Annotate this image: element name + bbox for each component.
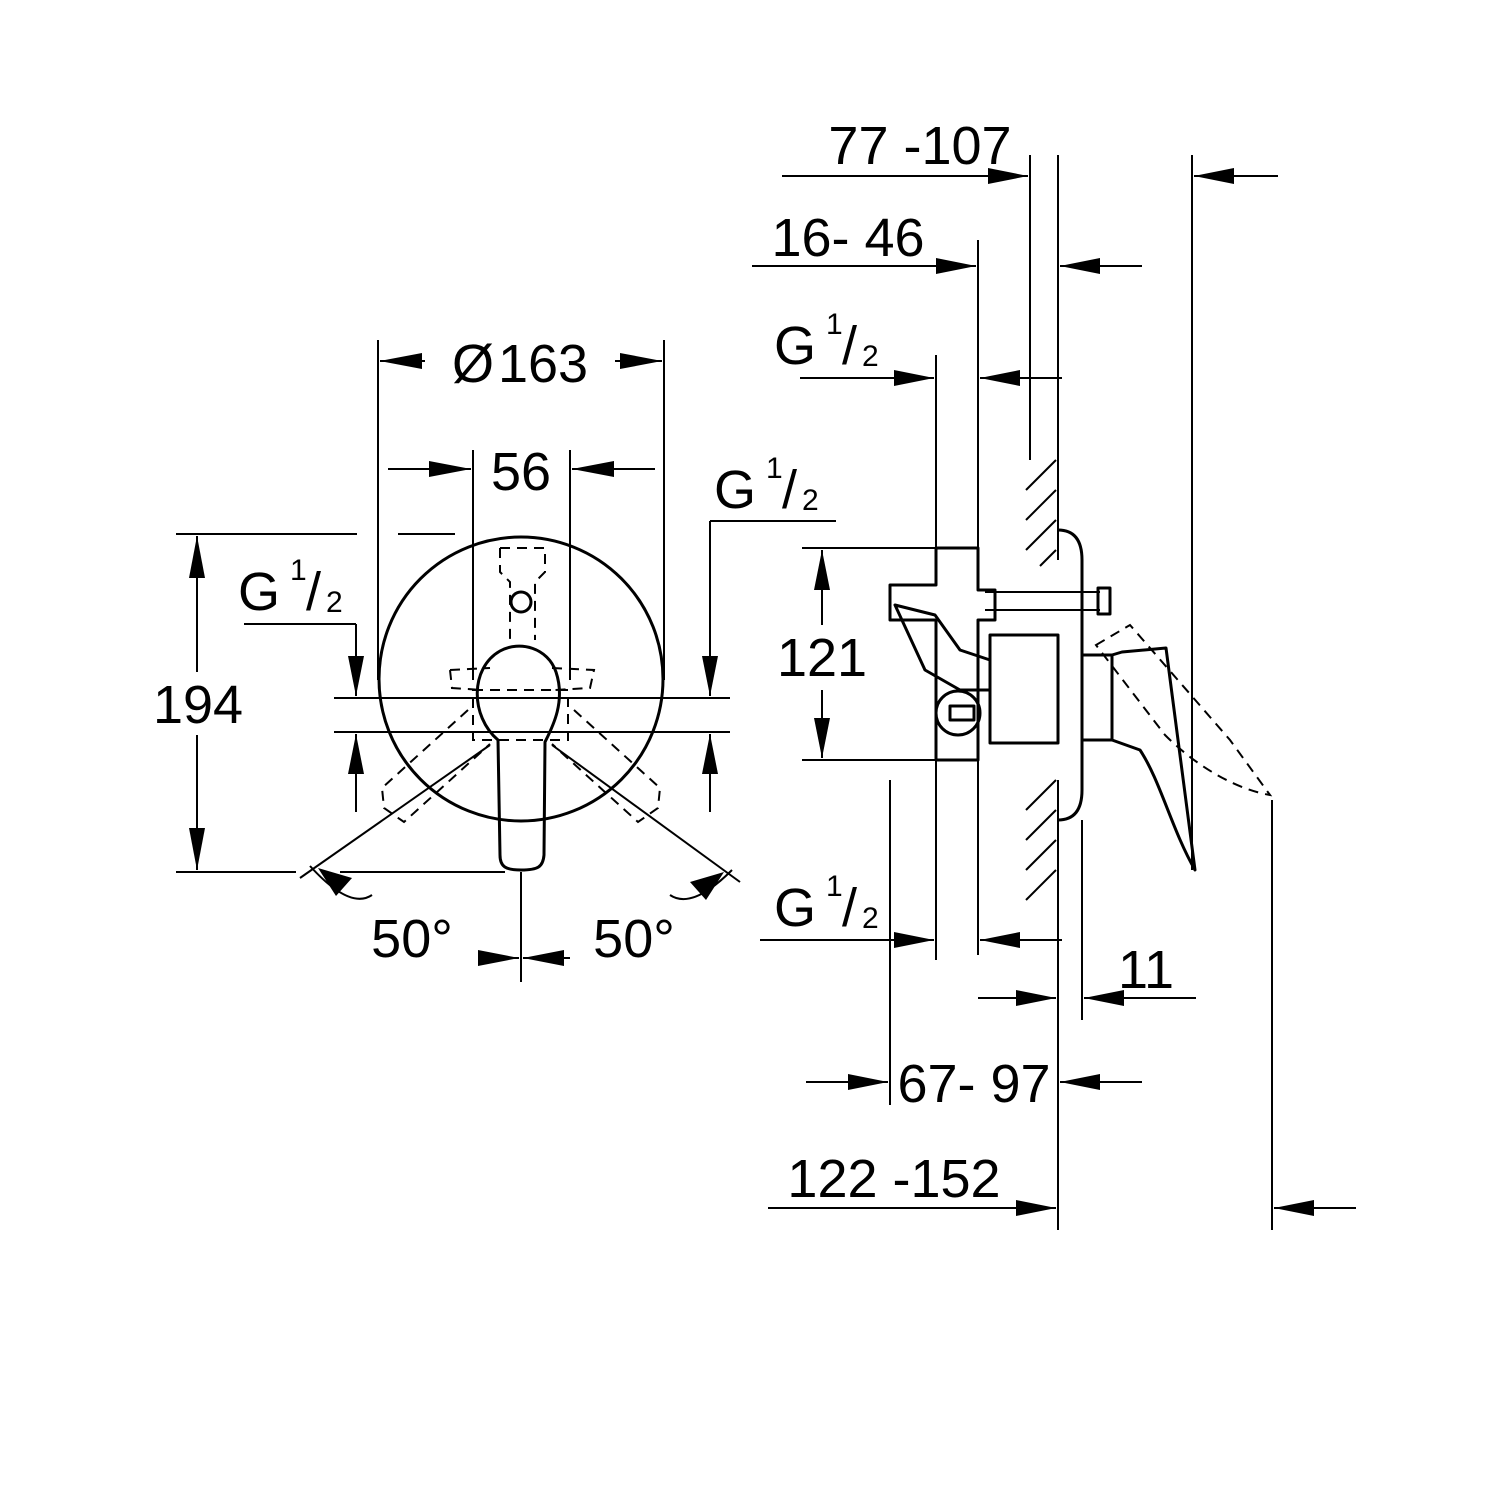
svg-text:/: / xyxy=(782,460,797,520)
svg-text:1: 1 xyxy=(766,452,783,485)
angle-arc-right xyxy=(669,869,733,900)
svg-text:2: 2 xyxy=(326,586,343,619)
arrow xyxy=(1194,168,1234,184)
dim-122-152-label: 122 -152 xyxy=(787,1149,1000,1209)
screw-hole xyxy=(509,590,533,614)
outlet-fitting xyxy=(934,689,982,737)
arrow xyxy=(702,656,718,696)
angle-arc-left xyxy=(309,865,373,900)
arrow xyxy=(189,536,205,578)
arrow xyxy=(348,656,364,696)
svg-text:/: / xyxy=(842,316,857,376)
svg-text:G: G xyxy=(238,562,280,622)
dim-77-107-label: 77 -107 xyxy=(828,116,1011,176)
escutcheon-plate xyxy=(377,535,665,823)
handle-base xyxy=(1080,653,1114,742)
angle-right-label: 50° xyxy=(593,909,675,969)
arrow xyxy=(572,461,614,477)
svg-text:1: 1 xyxy=(290,554,307,587)
arrow xyxy=(189,828,205,870)
angle-ext-right xyxy=(551,744,741,883)
lever-alt-right xyxy=(551,709,662,824)
side-lever xyxy=(1110,646,1197,872)
hidden-upper-body xyxy=(499,547,546,640)
svg-text:/: / xyxy=(842,878,857,938)
svg-text:G: G xyxy=(774,316,816,376)
arrow xyxy=(690,872,724,900)
outlet-nut xyxy=(948,704,976,722)
thread-label-right: G 1 / 2 xyxy=(714,452,819,520)
arrow xyxy=(894,370,934,386)
arrow xyxy=(894,932,934,948)
arrow xyxy=(429,461,471,477)
thread-label-left: G 1 / 2 xyxy=(238,554,343,622)
arrow xyxy=(478,950,519,966)
hidden-center-box xyxy=(472,689,569,741)
side-view: 77 -107 16- 46 G 1 / 2 121 G 1 xyxy=(752,116,1356,1230)
arrow xyxy=(702,734,718,774)
arrow xyxy=(1060,1074,1100,1090)
svg-text:2: 2 xyxy=(802,484,819,517)
arrow xyxy=(1016,1200,1056,1216)
arrow xyxy=(988,168,1028,184)
dim-16-46-label: 16- 46 xyxy=(771,208,924,268)
thread-label-bottom: G 1 / 2 xyxy=(774,870,879,938)
svg-text:G: G xyxy=(774,878,816,938)
thread-label-top: G 1 / 2 xyxy=(774,308,879,376)
arrow xyxy=(980,932,1020,948)
arrow xyxy=(814,550,830,590)
lever-alt-left xyxy=(380,709,491,824)
svg-text:2: 2 xyxy=(862,902,879,935)
wall-hatching xyxy=(1025,459,1057,901)
svg-text:G: G xyxy=(714,460,756,520)
arrow xyxy=(348,734,364,774)
arrow xyxy=(1016,990,1056,1006)
hidden-cross xyxy=(449,667,596,691)
arrow xyxy=(848,1074,888,1090)
arrow xyxy=(980,370,1020,386)
svg-text:2: 2 xyxy=(862,340,879,373)
height-194-label: 194 xyxy=(153,675,243,735)
spindle-cap xyxy=(1096,586,1112,616)
arrow xyxy=(814,718,830,758)
svg-text:1: 1 xyxy=(826,870,843,903)
arrow xyxy=(1274,1200,1314,1216)
side-lever-alt xyxy=(1094,623,1273,797)
arrow xyxy=(936,258,976,274)
arrow xyxy=(1060,258,1100,274)
svg-text:/: / xyxy=(306,562,321,622)
cartridge-housing xyxy=(988,633,1060,745)
width-56-label: 56 xyxy=(491,442,551,502)
arrow xyxy=(523,950,564,966)
lever-handle xyxy=(475,644,561,872)
dim-11-label: 11 xyxy=(1118,940,1174,1000)
svg-text:1: 1 xyxy=(826,308,843,341)
front-view: Ø163 56 194 G 1 / 2 G 1 xyxy=(153,334,836,982)
arrow xyxy=(620,353,662,369)
rosette-profile xyxy=(1057,528,1084,822)
dim-121-label: 121 xyxy=(777,628,867,688)
arrow xyxy=(380,353,422,369)
valve-diverter xyxy=(893,603,992,692)
angle-ext-left xyxy=(299,744,491,879)
diameter-label: Ø163 xyxy=(452,334,588,394)
arrow xyxy=(318,868,352,896)
arrow xyxy=(1084,990,1124,1006)
dim-67-97-label: 67- 97 xyxy=(897,1054,1050,1114)
angle-left-label: 50° xyxy=(371,909,453,969)
